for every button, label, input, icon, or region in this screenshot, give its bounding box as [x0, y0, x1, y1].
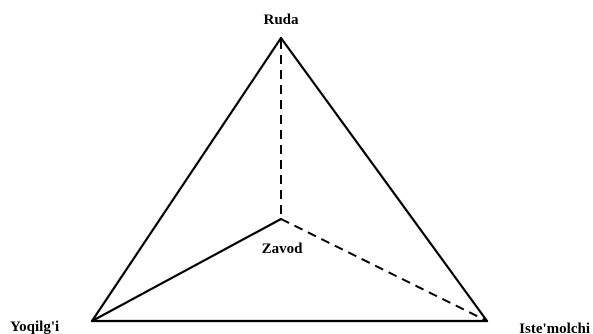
edge-ruda-istemolchi — [279, 36, 489, 323]
edge-ruda-yoqilgi — [90, 36, 283, 323]
edge-yoqilgi-zavod — [90, 217, 283, 323]
label-ruda: Ruda — [263, 12, 299, 28]
dashed-zavod-istemolchi — [280, 218, 488, 322]
label-zavod: Zavod — [262, 241, 304, 257]
label-istemolchi: Iste'molchi — [519, 321, 590, 334]
label-yoqilgi: Yoqilg'i — [10, 319, 59, 334]
